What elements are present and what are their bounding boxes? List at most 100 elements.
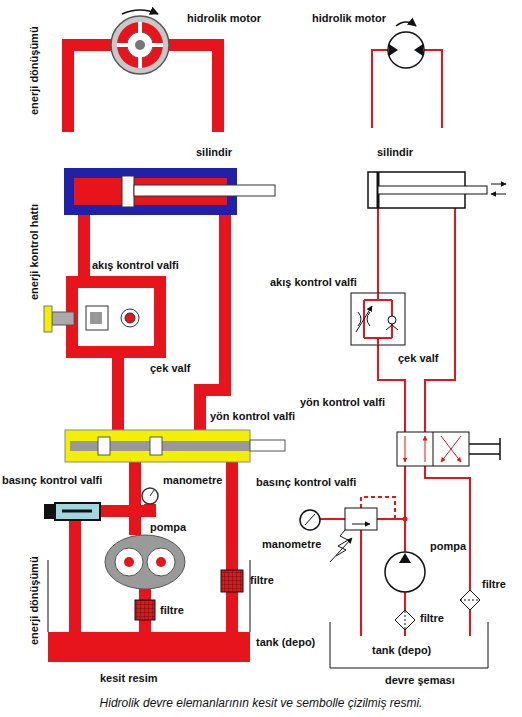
flow-control-section (44, 306, 52, 332)
cylinder-symbol (368, 172, 506, 208)
flow-control-symbol (351, 293, 405, 345)
filter-symbol (460, 600, 480, 601)
symbol-lines (425, 208, 455, 432)
section-lines (200, 215, 225, 430)
cylinder-section (64, 168, 275, 215)
symbol-lines (360, 530, 362, 636)
motor-symbol (396, 22, 416, 26)
pump-symbol (385, 552, 425, 592)
manometer-section (150, 490, 154, 496)
cylinder-symbol (491, 194, 506, 195)
flow-control-symbol (386, 325, 398, 330)
section-label: enerji dönüşümü (28, 556, 41, 645)
caption: Hidrolik devre elemanlarının kesit ve se… (0, 696, 522, 710)
section-lines (78, 215, 90, 282)
part-label: hidrolik motor (312, 12, 386, 25)
pressure-valve-section (44, 504, 55, 519)
pump-section (124, 557, 134, 567)
motor-section (111, 10, 169, 74)
symbol-lines (469, 610, 471, 636)
symbol-lines (320, 50, 470, 636)
section-lines (68, 45, 112, 132)
tank-section (48, 560, 250, 662)
section-lines (100, 505, 135, 517)
directional-valve-section (65, 430, 285, 462)
filter-symbol (405, 611, 406, 629)
pump-section (105, 535, 185, 589)
symbol-lines (404, 466, 406, 552)
filter-section (221, 570, 243, 592)
filter-symbol (395, 610, 415, 630)
symbol-lines (403, 517, 408, 522)
pump-section (115, 548, 143, 576)
tank-symbol (330, 622, 488, 668)
part-label: pompa (430, 540, 466, 553)
pressure-valve-symbol (330, 538, 352, 562)
symbol-lines (404, 630, 406, 636)
directional-valve-symbol (397, 432, 469, 466)
motor-symbol (388, 32, 424, 68)
pressure-valve-symbol (352, 524, 370, 525)
manometer-section (142, 488, 158, 504)
directional-valve-symbol (433, 432, 434, 466)
section-label: enerji kontrol hattı (28, 204, 41, 300)
part-label: manometre (262, 538, 321, 551)
pressure-valve-symbol (336, 530, 348, 556)
flow-control-symbol (388, 316, 396, 324)
part-label: silindir (196, 146, 232, 159)
section-lines (139, 589, 151, 600)
part-label: devre şeması (385, 674, 455, 687)
pump-section (156, 557, 166, 567)
flow-control-section (52, 312, 74, 325)
part-label: yön kontrol valfi (300, 396, 385, 409)
cylinder-section (134, 185, 275, 196)
motor-section (122, 10, 158, 14)
directional-valve-section (98, 437, 110, 455)
symbol-lines (372, 50, 388, 128)
flow-control-section (86, 306, 108, 330)
part-label: yön kontrol valfi (210, 410, 295, 423)
part-label: silindir (377, 146, 413, 159)
motor-section (117, 22, 163, 68)
directional-valve-symbol (405, 436, 406, 462)
section-lines (226, 592, 238, 632)
part-label: filtre (482, 578, 506, 591)
section-lines (129, 462, 141, 535)
filter-section (135, 570, 243, 620)
flow-control-section (121, 309, 139, 327)
section-lines (168, 45, 218, 132)
cylinder-symbol (378, 186, 487, 194)
part-label: akış kontrol valfi (92, 259, 179, 272)
section-lines (139, 620, 151, 632)
section-lines (112, 352, 124, 430)
symbol-lines (377, 208, 379, 293)
part-label: çek valf (398, 352, 438, 365)
pump-section (147, 548, 175, 576)
section-lines (68, 45, 232, 632)
part-label: tank (depo) (372, 644, 431, 657)
flow-control-section (125, 313, 135, 323)
pressure-valve-symbol (345, 508, 377, 530)
symbol-lines (377, 518, 405, 520)
directional-valve-symbol (441, 436, 461, 462)
motor-section (135, 40, 145, 50)
flow-control-section (90, 312, 102, 324)
part-label: hidrolik motor (187, 12, 261, 25)
flow-control-symbol (356, 306, 372, 332)
directional-valve-section (250, 440, 285, 451)
manometer-section (142, 488, 158, 504)
directional-valve-section (65, 430, 250, 462)
part-label: pompa (150, 521, 186, 534)
symbol-lines (425, 466, 470, 590)
tank-section (48, 632, 250, 662)
directional-valve-section (150, 437, 162, 455)
motor-section (111, 16, 169, 74)
motor-symbol (388, 22, 424, 68)
manometer-symbol (300, 510, 320, 530)
cylinder-section (122, 176, 134, 207)
pump-symbol (385, 552, 425, 592)
symbol-lines (320, 518, 345, 520)
